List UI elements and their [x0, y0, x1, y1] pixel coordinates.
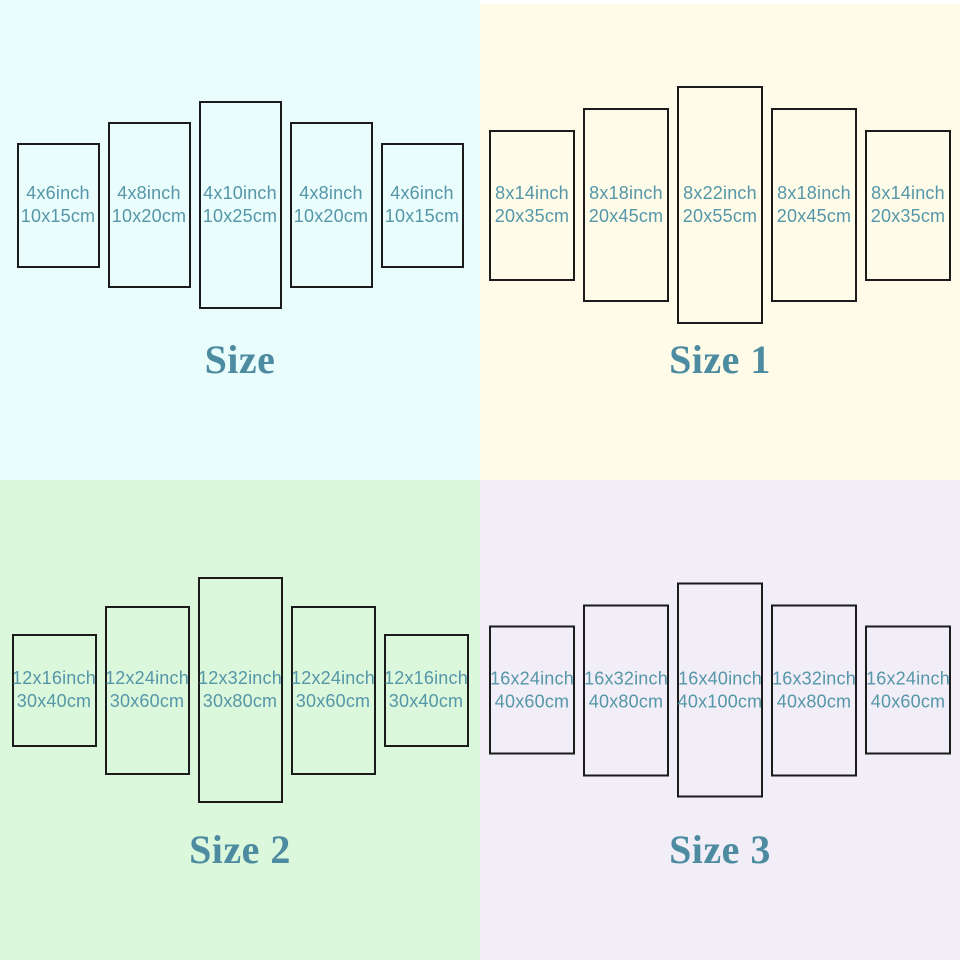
quadrant-title: Size 3 [669, 827, 771, 872]
canvas-panel: 8x14inch 20x35cm [865, 129, 951, 281]
canvas-panel: 12x16inch 30x40cm [383, 633, 469, 747]
canvas-panel: 4x6inch 10x15cm [380, 142, 464, 268]
panel-size-inch: 12x16inch [384, 668, 468, 688]
canvas-panel: 16x32inch 40x80cm [583, 604, 669, 776]
panel-size-cm: 40x100cm [677, 691, 763, 711]
canvas-panel: 4x8inch 10x20cm [289, 122, 373, 288]
panel-size-cm: 20x45cm [588, 206, 664, 226]
panel-size-inch: 4x8inch [299, 183, 363, 203]
canvas-panel: 4x8inch 10x20cm [107, 122, 191, 288]
panel-size-inch: 16x40inch [678, 668, 762, 688]
panel-size-cm: 40x60cm [870, 691, 946, 711]
panel-size-cm: 20x45cm [776, 206, 852, 226]
panel-size-inch: 8x22inch [683, 183, 757, 203]
canvas-panel: 4x10inch 10x25cm [198, 101, 282, 309]
canvas-panel: 8x18inch 20x45cm [583, 108, 669, 302]
panel-size-inch: 8x18inch [777, 183, 851, 203]
panel-size-inch: 16x32inch [772, 668, 856, 688]
panel-size-inch: 8x18inch [589, 183, 663, 203]
panel-size-cm: 20x35cm [870, 206, 946, 226]
panel-size-inch: 12x24inch [291, 668, 375, 688]
canvas-panel: 12x16inch 30x40cm [11, 633, 97, 747]
quadrant-title: Size 1 [669, 337, 771, 382]
panel-row: 4x6inch 10x15cm 4x8inch 10x20cm 4x10inch… [0, 101, 480, 309]
panel-size-inch: 16x24inch [866, 668, 950, 688]
canvas-panel: 16x24inch 40x60cm [489, 625, 575, 755]
quadrant-title: Size [204, 337, 276, 382]
panel-size-cm: 10x20cm [111, 206, 187, 226]
panel-size-inch: 4x10inch [203, 183, 277, 203]
panel-size-inch: 8x14inch [871, 183, 945, 203]
panel-size-inch: 4x8inch [117, 183, 181, 203]
panel-size-cm: 40x60cm [494, 691, 570, 711]
panel-size-cm: 10x15cm [20, 206, 96, 226]
panel-size-cm: 30x40cm [388, 691, 464, 711]
canvas-panel: 16x32inch 40x80cm [771, 604, 857, 776]
panel-size-inch: 16x24inch [490, 668, 574, 688]
canvas-panel: 8x14inch 20x35cm [489, 129, 575, 281]
canvas-panel: 12x24inch 30x60cm [104, 605, 190, 775]
panel-size-inch: 16x32inch [584, 668, 668, 688]
panel-size-inch: 12x16inch [12, 668, 96, 688]
panel-row: 8x14inch 20x35cm 8x18inch 20x45cm 8x22in… [480, 86, 960, 324]
top-edge-strip [480, 0, 960, 4]
panel-size-cm: 40x80cm [776, 691, 852, 711]
quadrant-size: 4x6inch 10x15cm 4x8inch 10x20cm 4x10inch… [0, 0, 480, 480]
panel-size-cm: 10x25cm [202, 206, 278, 226]
quadrant-title: Size 2 [189, 827, 291, 872]
panel-size-cm: 20x55cm [682, 206, 758, 226]
panel-size-cm: 30x60cm [295, 691, 371, 711]
panel-size-inch: 4x6inch [390, 183, 454, 203]
panel-size-cm: 20x35cm [494, 206, 570, 226]
panel-size-cm: 30x40cm [16, 691, 92, 711]
panel-row: 16x24inch 40x60cm 16x32inch 40x80cm 16x4… [480, 582, 960, 798]
canvas-panel: 8x18inch 20x45cm [771, 108, 857, 302]
quadrant-size-2: 12x16inch 30x40cm 12x24inch 30x60cm 12x3… [0, 480, 480, 960]
canvas-panel: 12x24inch 30x60cm [290, 605, 376, 775]
canvas-panel: 12x32inch 30x80cm [197, 577, 283, 803]
canvas-panel: 16x24inch 40x60cm [865, 625, 951, 755]
panel-size-cm: 30x60cm [109, 691, 185, 711]
panel-size-cm: 30x80cm [202, 691, 278, 711]
panel-size-inch: 4x6inch [26, 183, 90, 203]
panel-size-cm: 10x15cm [384, 206, 460, 226]
panel-size-inch: 12x24inch [105, 668, 189, 688]
canvas-panel: 4x6inch 10x15cm [16, 142, 100, 268]
panel-size-cm: 40x80cm [588, 691, 664, 711]
panel-size-inch: 12x32inch [198, 668, 282, 688]
quadrant-size-3: 16x24inch 40x60cm 16x32inch 40x80cm 16x4… [480, 480, 960, 960]
panel-row: 12x16inch 30x40cm 12x24inch 30x60cm 12x3… [0, 577, 480, 803]
canvas-panel: 8x22inch 20x55cm [677, 86, 763, 324]
panel-size-inch: 8x14inch [495, 183, 569, 203]
panel-size-cm: 10x20cm [293, 206, 369, 226]
quadrant-size-1: 8x14inch 20x35cm 8x18inch 20x45cm 8x22in… [480, 0, 960, 480]
canvas-panel: 16x40inch 40x100cm [677, 582, 763, 798]
